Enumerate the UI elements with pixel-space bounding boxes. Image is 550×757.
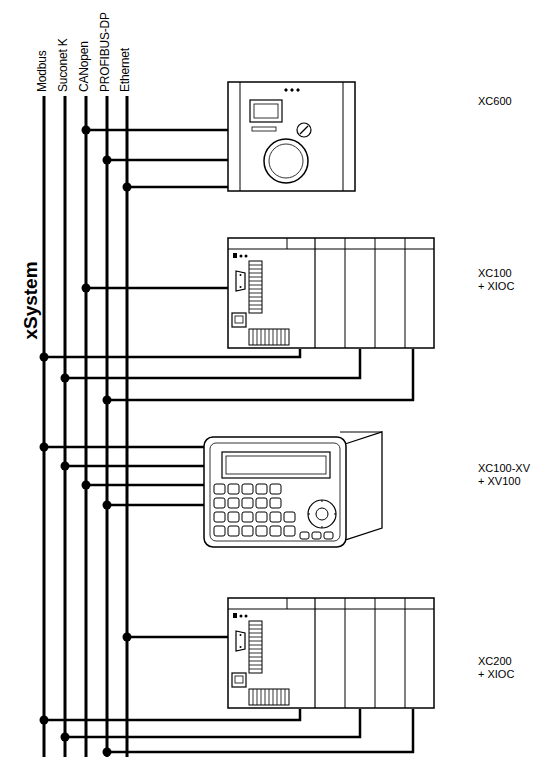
xc600-device (228, 82, 355, 191)
xc100-plc (228, 238, 434, 348)
bus-name: Ethernet (119, 48, 132, 92)
bus-name: CANopen (78, 41, 91, 92)
xc200-plc (228, 598, 434, 708)
device-name: XC100-XV + XV100 (478, 462, 533, 488)
device-name: XC600 (478, 95, 514, 108)
xv100-panel (204, 432, 382, 547)
bus-name: PROFIBUS-DP (99, 12, 112, 92)
system-title: xSystem (24, 261, 37, 339)
bus-name: Suconet K (57, 38, 70, 92)
device-name: XC100 + XIOC (478, 267, 518, 293)
bus-lines (44, 96, 127, 757)
bus-junctions (40, 126, 132, 757)
bus-name: Modbus (36, 51, 49, 93)
device-name: XC200 + XIOC (478, 655, 518, 681)
